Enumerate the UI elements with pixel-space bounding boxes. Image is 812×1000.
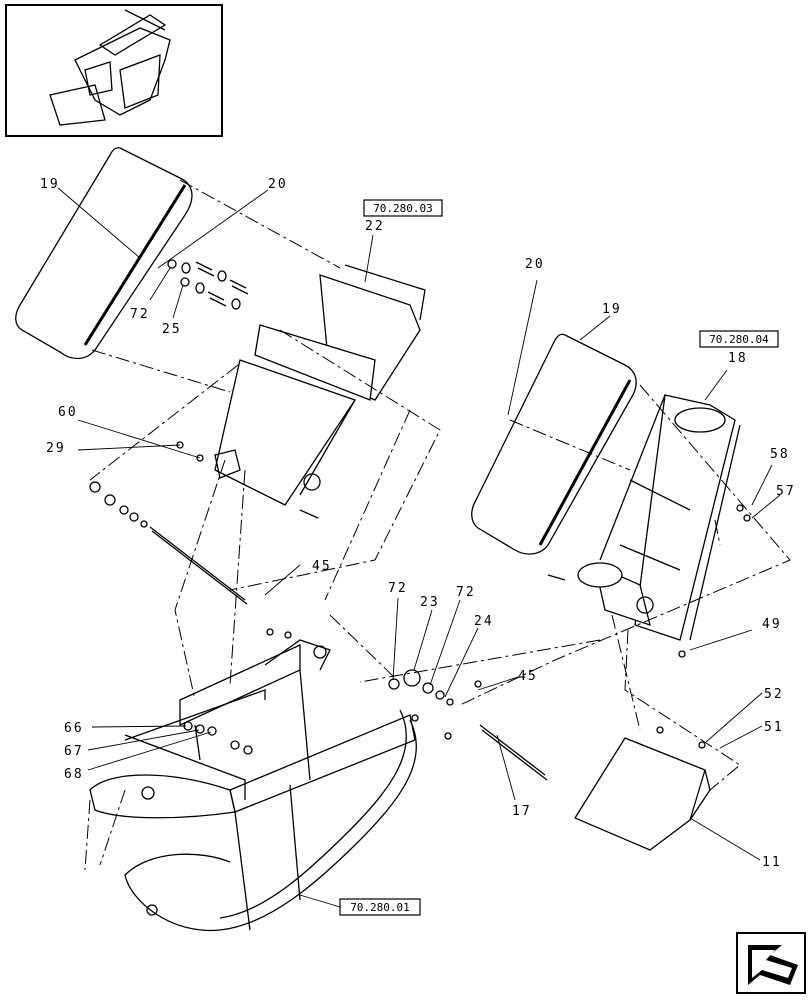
callout-22: 22 bbox=[365, 219, 385, 234]
spring-set bbox=[167, 259, 249, 310]
center-hardware bbox=[388, 669, 548, 781]
callout-17: 17 bbox=[512, 804, 532, 819]
callout-57: 57 bbox=[776, 484, 796, 499]
assembly-thumbnail bbox=[5, 4, 223, 137]
ref-label: 70.280.03 bbox=[373, 202, 433, 215]
callout-58: 58 bbox=[770, 447, 790, 462]
callout-49: 49 bbox=[762, 617, 782, 632]
ref-label: 70.280.04 bbox=[709, 333, 769, 346]
belt-right bbox=[471, 333, 637, 555]
callout-60: 60 bbox=[58, 405, 78, 420]
chute-panel bbox=[574, 737, 711, 851]
callout-19: 19 bbox=[602, 302, 622, 317]
hardware-66-68 bbox=[183, 628, 292, 755]
callout-68: 68 bbox=[64, 767, 84, 782]
ref-label: 70.280.01 bbox=[350, 901, 410, 914]
callout-51: 51 bbox=[764, 720, 784, 735]
callout-72: 72 bbox=[456, 585, 476, 600]
callout-20: 20 bbox=[268, 177, 288, 192]
reference-box-bottom: 70.280.01 bbox=[339, 898, 421, 916]
reference-box-right: 70.280.04 bbox=[699, 330, 779, 348]
callout-25: 25 bbox=[162, 322, 182, 337]
callout-19: 19 bbox=[40, 177, 60, 192]
next-page-arrow-icon[interactable] bbox=[736, 932, 806, 994]
conveyor-frame-left bbox=[214, 264, 426, 519]
callout-23: 23 bbox=[420, 595, 440, 610]
callout-45: 45 bbox=[518, 669, 538, 684]
callout-20: 20 bbox=[525, 257, 545, 272]
alignment-lines bbox=[84, 179, 791, 871]
leader-lines bbox=[57, 187, 781, 908]
callout-72: 72 bbox=[388, 581, 408, 596]
callout-29: 29 bbox=[46, 441, 66, 456]
reference-box-top: 70.280.03 bbox=[363, 199, 443, 217]
callout-72: 72 bbox=[130, 307, 150, 322]
main-frame bbox=[89, 639, 417, 932]
callout-24: 24 bbox=[474, 614, 494, 629]
callout-11: 11 bbox=[762, 855, 782, 870]
callout-45: 45 bbox=[312, 559, 332, 574]
callout-52: 52 bbox=[764, 687, 784, 702]
conveyor-frame-right bbox=[547, 394, 741, 641]
callout-labels: 19 20 72 25 22 60 29 45 20 19 18 58 57 4… bbox=[40, 177, 796, 870]
callout-18: 18 bbox=[728, 351, 748, 366]
hardware-right bbox=[656, 504, 751, 749]
callout-66: 66 bbox=[64, 721, 84, 736]
callout-67: 67 bbox=[64, 744, 84, 759]
belt-left bbox=[15, 147, 193, 360]
